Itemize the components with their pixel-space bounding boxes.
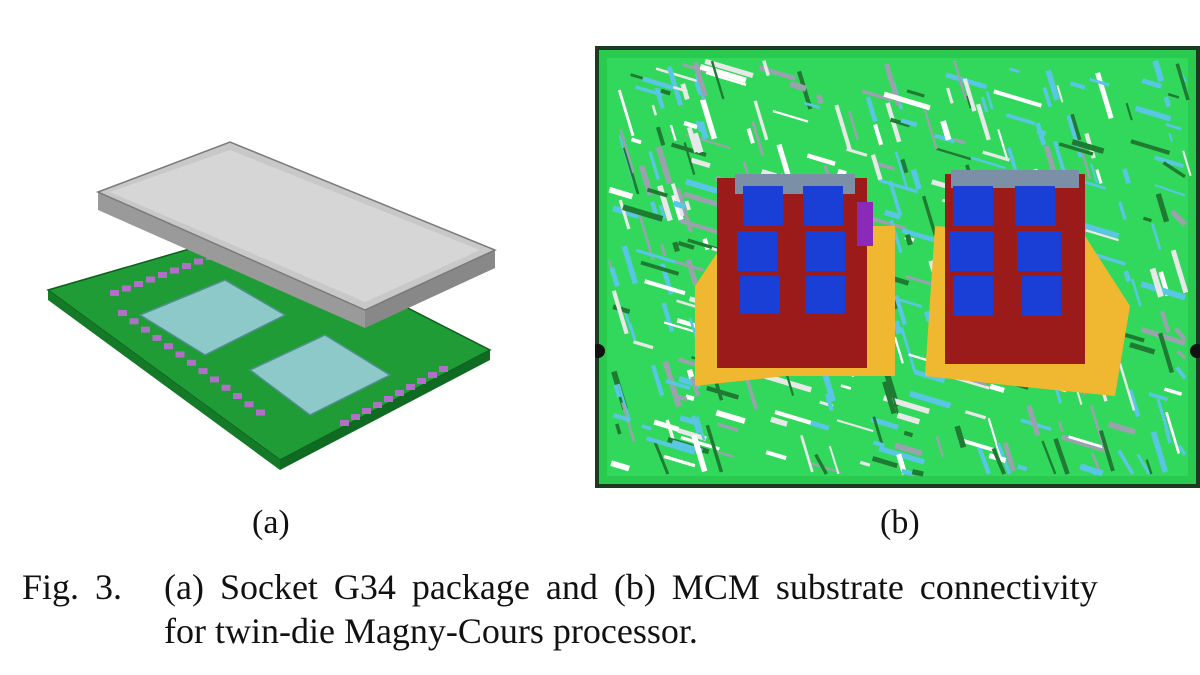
capacitor-pad <box>351 414 360 420</box>
capacitor-pad <box>134 281 143 287</box>
caption-line-1: (a) Socket G34 package and (b) MCM subst… <box>164 567 1098 607</box>
subfigure-label-a: (a) <box>252 504 290 541</box>
capacitor-pad <box>221 384 231 391</box>
mcm-substrate-connectivity-layout <box>595 46 1200 488</box>
capacitor-pad <box>122 285 131 292</box>
die-region-left <box>695 174 895 386</box>
capacitor-pad <box>244 401 254 408</box>
capacitor-pad <box>233 393 242 399</box>
capacitor-pad <box>210 376 219 383</box>
die-region-right <box>925 170 1130 396</box>
die-2 <box>248 334 392 416</box>
capacitor-pad <box>182 263 191 269</box>
capacitor-pad <box>158 272 167 278</box>
capacitor-pad <box>406 384 415 390</box>
capacitor-pad <box>417 378 426 384</box>
capacitor-pad <box>129 318 139 325</box>
figure-number: Fig. 3. <box>22 567 123 607</box>
die-1 <box>138 279 287 356</box>
package-lid-edge <box>98 192 365 328</box>
caption-line-2: for twin-die Magny-Cours processor. <box>164 611 698 651</box>
capacitor-pad <box>175 351 185 358</box>
capacitor-pad <box>141 326 150 333</box>
figure-caption: Fig. 3. (a) Socket G34 package and (b) MC… <box>22 565 1200 653</box>
capacitor-pad <box>384 396 393 402</box>
capacitor-pad <box>146 276 155 283</box>
capacitor-pad <box>198 368 208 375</box>
capacitor-pad <box>118 310 127 316</box>
subfigure-label-b: (b) <box>880 504 920 541</box>
capacitor-pad <box>110 290 119 296</box>
capacitor-pad <box>164 343 173 350</box>
capacitor-pads <box>110 249 448 426</box>
capacitor-pad <box>395 390 404 396</box>
capacitor-pad <box>152 334 162 341</box>
package-substrate-edge <box>48 290 280 470</box>
capacitor-pad <box>340 420 349 426</box>
socket-g34-package-illustration <box>46 141 497 470</box>
capacitor-pad <box>439 366 448 372</box>
capacitor-pad <box>187 359 196 366</box>
capacitor-pad <box>170 267 179 274</box>
capacitor-pad <box>373 402 382 408</box>
capacitor-pad <box>256 409 265 416</box>
capacitor-pad <box>194 258 203 265</box>
notch-right <box>1190 344 1200 358</box>
notch-left <box>595 344 605 358</box>
capacitor-pad <box>362 408 371 414</box>
capacitor-pad <box>428 372 437 378</box>
